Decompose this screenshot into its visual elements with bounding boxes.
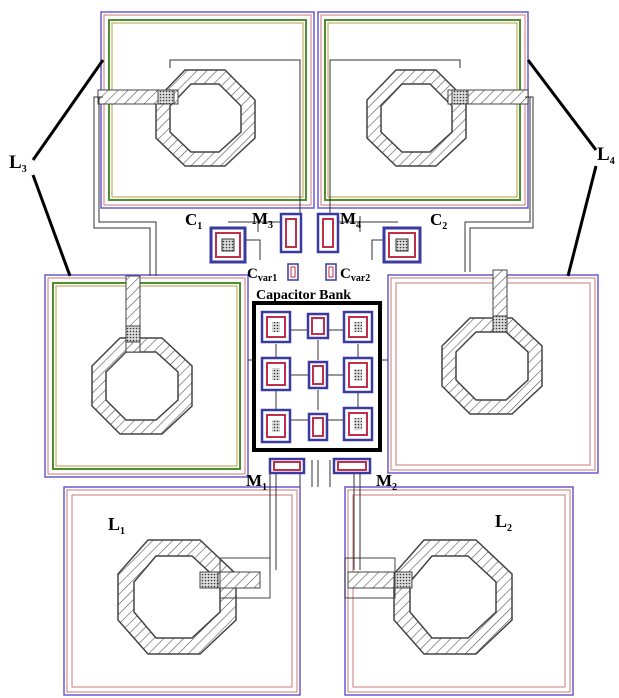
label-m1: M1 bbox=[246, 471, 267, 493]
label-c2: C2 bbox=[430, 210, 447, 232]
inductor-l2-pad bbox=[344, 486, 574, 696]
label-l2: L2 bbox=[495, 511, 512, 534]
transistor-m1 bbox=[268, 457, 306, 475]
capacitor-c1 bbox=[209, 226, 247, 264]
label-m4: M4 bbox=[340, 209, 361, 231]
l4-pointer-lines bbox=[526, 59, 598, 277]
label-c1: C1 bbox=[185, 210, 202, 232]
varactor-cvar2 bbox=[325, 263, 337, 281]
label-cvar1: Cvar1 bbox=[247, 266, 277, 284]
inductor-l1-pad bbox=[63, 486, 301, 696]
inductor-l3-top-pad bbox=[97, 11, 315, 209]
transistor-m2 bbox=[332, 457, 372, 475]
label-l3: L3 bbox=[9, 152, 27, 175]
inductor-l4-top-pad bbox=[317, 11, 529, 209]
label-l1: L1 bbox=[108, 514, 125, 537]
bank-capacitor-cells bbox=[260, 310, 374, 444]
inductor-l4-bottom-pad bbox=[387, 269, 599, 474]
varactor-cvar1 bbox=[287, 263, 299, 281]
label-m2: M2 bbox=[376, 471, 397, 493]
inductor-l3-bottom-pad bbox=[44, 274, 249, 478]
transistor-m4 bbox=[316, 212, 340, 254]
capacitor-c2 bbox=[382, 226, 422, 264]
label-m3: M3 bbox=[252, 209, 273, 231]
capacitor-bank bbox=[252, 301, 382, 452]
transistor-m3 bbox=[279, 212, 303, 254]
l3-pointer-lines bbox=[31, 59, 105, 277]
label-capacitor-bank: Capacitor Bank bbox=[256, 288, 351, 303]
label-l4: L4 bbox=[597, 144, 615, 167]
label-cvar2: Cvar2 bbox=[340, 266, 370, 284]
